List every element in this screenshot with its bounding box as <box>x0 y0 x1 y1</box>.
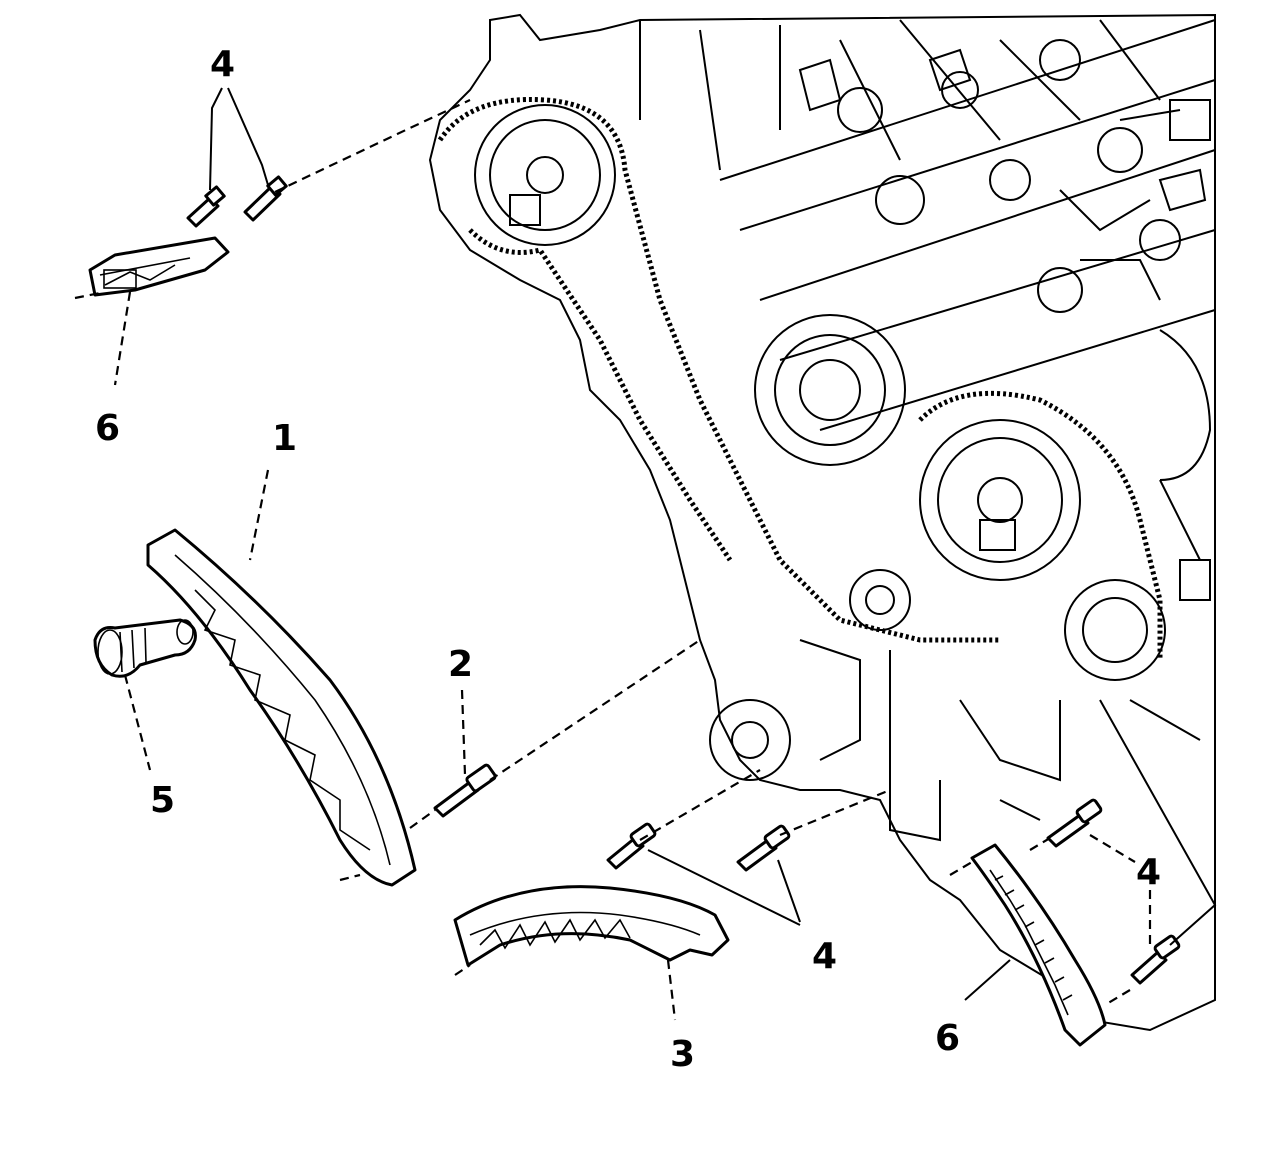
callout-3: 3 <box>670 1034 695 1075</box>
callout-4-top: 4 <box>210 44 235 85</box>
part-5-tensioner <box>93 618 197 678</box>
part-6-upper-guide <box>88 236 230 297</box>
part-3-lower-guide <box>453 885 730 967</box>
callout-2: 2 <box>448 644 473 685</box>
callout-6-left: 6 <box>95 408 120 449</box>
alignment-lines <box>74 99 1131 1006</box>
bolt-4-middle-a <box>606 822 657 870</box>
engine-block-illustration <box>428 13 1216 1032</box>
callout-6-right: 6 <box>935 1018 960 1059</box>
callout-5: 5 <box>150 780 175 821</box>
bolt-2 <box>433 763 497 818</box>
bolt-4-middle-b <box>736 824 791 872</box>
callout-1: 1 <box>272 418 297 459</box>
bolt-4-top-a <box>186 185 226 228</box>
bolt-4-right-a <box>1046 798 1103 848</box>
callout-leaders <box>113 87 1217 1021</box>
callout-4-right: 4 <box>1136 852 1161 893</box>
part-1-chain-guide <box>146 528 417 887</box>
part-6-right-guide <box>970 843 1107 1047</box>
callout-4-middle: 4 <box>812 936 837 977</box>
bolt-4-top-b <box>243 175 288 222</box>
